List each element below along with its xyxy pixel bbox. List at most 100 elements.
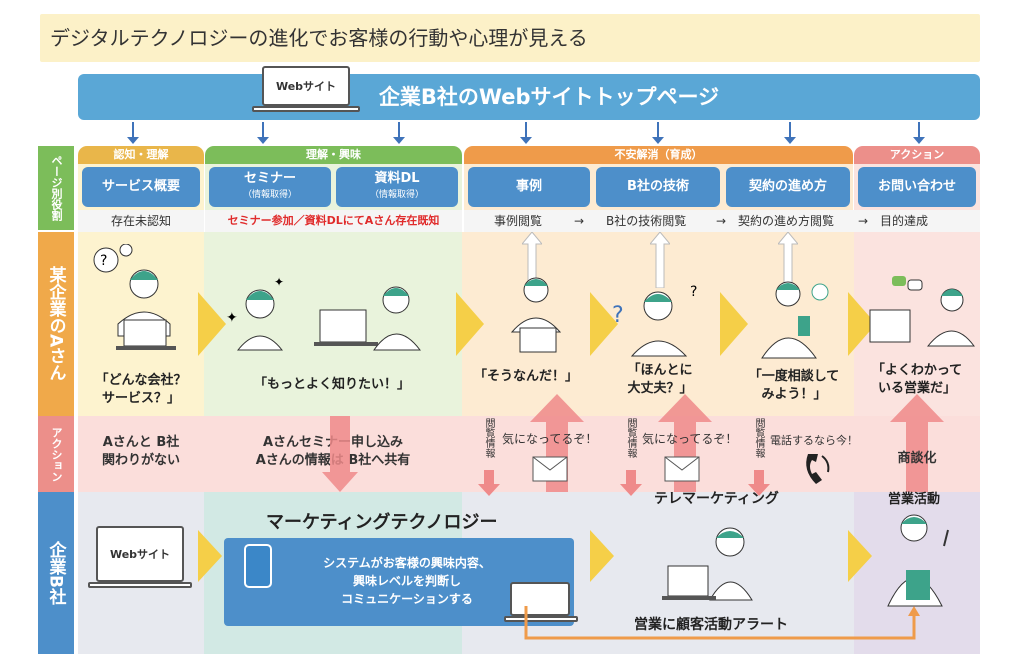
down-arrow-icon <box>913 122 925 144</box>
chevron-right-icon <box>848 530 872 582</box>
up-arrow-icon <box>650 232 670 288</box>
page-contract[interactable]: 契約の進め方 <box>726 167 850 207</box>
status-3: 事例閲覧 <box>494 214 543 228</box>
phase-nurture: 不安解消（育成） <box>464 146 853 164</box>
page-download[interactable]: 資料DL （情報取得） <box>336 167 458 207</box>
down-arrow-icon <box>127 122 139 144</box>
page-label: セミナー <box>243 171 296 186</box>
phase-awareness: 認知・理解 <box>78 146 204 164</box>
status-2: セミナー参加／資料DLにてAさん存在既知 <box>205 210 462 232</box>
browse-info-label: 閲覧情報 <box>625 418 636 458</box>
up-arrow-icon <box>658 394 712 492</box>
speech-3: 「そうなんだ！」 <box>473 369 578 384</box>
status-row-3 <box>464 210 980 232</box>
status-arrow: → <box>716 214 727 228</box>
page-seminar[interactable]: セミナー （情報取得） <box>209 167 331 207</box>
speech-4: 「ほんとに 大丈夫？」 <box>627 363 693 396</box>
chevron-right-icon <box>590 292 618 356</box>
status-4: B社の技術閲覧 <box>606 214 687 228</box>
phone-icon <box>806 454 830 484</box>
laptop-screen-label: Webサイト <box>262 66 350 106</box>
page-label: お問い合わせ <box>877 179 956 194</box>
chevron-right-icon <box>198 292 226 356</box>
status-6: 目的達成 <box>880 214 929 228</box>
salesperson-illustration <box>887 514 949 607</box>
page-label: 資料DL <box>374 171 420 186</box>
speech-6: 「よくわかって いる営業だ」 <box>871 363 963 396</box>
svg-text:✦: ✦ <box>274 275 284 289</box>
website-top-label: 企業B社のWebサイトトップページ <box>378 85 720 109</box>
sales-activity-label: 営業活動 <box>888 492 941 507</box>
page-service-overview[interactable]: サービス概要 <box>82 167 200 207</box>
customer-meeting-illustration <box>869 276 975 347</box>
status-arrow: → <box>574 214 585 228</box>
chevron-right-icon <box>198 530 222 582</box>
down-arrow-icon <box>784 122 796 144</box>
chevron-right-icon <box>456 292 484 356</box>
interest-label: 気になってるぞ！ <box>642 432 738 446</box>
side-label-action: アクション <box>38 416 74 492</box>
svg-text:?: ? <box>612 303 624 328</box>
speech-2: 「もっとよく知りたい！」 <box>253 377 410 392</box>
alert-connector-line <box>524 606 920 640</box>
negotiation-label: 商談化 <box>897 451 937 466</box>
interest-label: 気になってるぞ！ <box>502 432 598 446</box>
telemarketing-label: テレマーケティング <box>654 491 779 507</box>
page-technology[interactable]: B社の技術 <box>596 167 720 207</box>
page-label: B社の技術 <box>627 179 689 194</box>
down-arrow-icon <box>322 416 358 492</box>
svg-text:?: ? <box>690 284 697 300</box>
customer-thinking-illustration: ? <box>93 244 176 350</box>
page-label: サービス概要 <box>101 179 180 194</box>
down-arrow-icon <box>748 470 770 496</box>
chevron-right-icon <box>720 292 748 356</box>
phone-now-label: 電話するなら今！ <box>770 434 858 447</box>
page-title: デジタルテクノロジーの進化でお客様の行動や心理が見える <box>40 14 980 62</box>
website-top-bar: 企業B社のWebサイトトップページ <box>78 74 980 120</box>
speech-5: 「一度相談して みよう！」 <box>748 369 840 402</box>
customer-phone-illustration <box>761 281 829 359</box>
down-arrow-icon <box>257 122 269 144</box>
phase-action: アクション <box>854 146 980 164</box>
down-arrow-icon <box>393 122 405 144</box>
up-arrow-icon <box>890 394 944 492</box>
browse-info-label: 閲覧情報 <box>753 418 764 458</box>
action-no-relation: Aさんと B社 関わりがない <box>101 435 180 468</box>
customer-reading-illustration <box>510 277 562 353</box>
band-action <box>78 416 980 492</box>
status-arrow: → <box>858 214 869 228</box>
down-arrow-icon <box>520 122 532 144</box>
page-sub: （情報取得） <box>369 190 424 200</box>
side-label-company: 企業B社 <box>38 492 74 654</box>
phase-interest: 理解・興味 <box>205 146 462 164</box>
down-arrow-icon <box>620 470 642 496</box>
chevron-right-icon <box>590 530 614 582</box>
martech-desc: システムがお客様の興味内容、 興味レベルを判断し コミュニケーションする <box>323 556 491 606</box>
page-sub: （情報取得） <box>242 190 297 200</box>
browse-info-label: 閲覧情報 <box>483 418 494 458</box>
email-icon <box>532 456 568 482</box>
up-arrow-icon <box>530 394 584 492</box>
side-label-page-role: ページ別役割 <box>38 146 74 230</box>
alert-label: 営業に顧客活動アラート <box>634 617 788 633</box>
down-arrow-icon <box>652 122 664 144</box>
status-5: 契約の進め方閲覧 <box>738 214 835 228</box>
operator-illustration <box>662 527 753 601</box>
martech-title: マーケティングテクノロジー <box>266 512 498 533</box>
down-arrow-icon <box>478 470 500 496</box>
email-icon <box>664 456 700 482</box>
page-label: 事例 <box>515 179 542 194</box>
up-arrow-icon <box>778 232 798 284</box>
side-label-customer: 某企業のAさん <box>38 232 74 416</box>
speech-1: 「どんな会社？ サービス？」 <box>95 373 187 406</box>
svg-text:✦: ✦ <box>226 310 238 326</box>
page-cases[interactable]: 事例 <box>468 167 590 207</box>
svg-text:?: ? <box>100 253 107 269</box>
page-contact[interactable]: お問い合わせ <box>858 167 976 207</box>
smartphone-icon <box>244 544 272 588</box>
page-label: 契約の進め方 <box>748 179 827 194</box>
customer-worried-illustration: ?? <box>612 284 697 357</box>
up-arrow-icon <box>522 232 542 284</box>
company-laptop-label: Webサイト <box>96 526 184 582</box>
status-1: 存在未認知 <box>78 210 204 232</box>
